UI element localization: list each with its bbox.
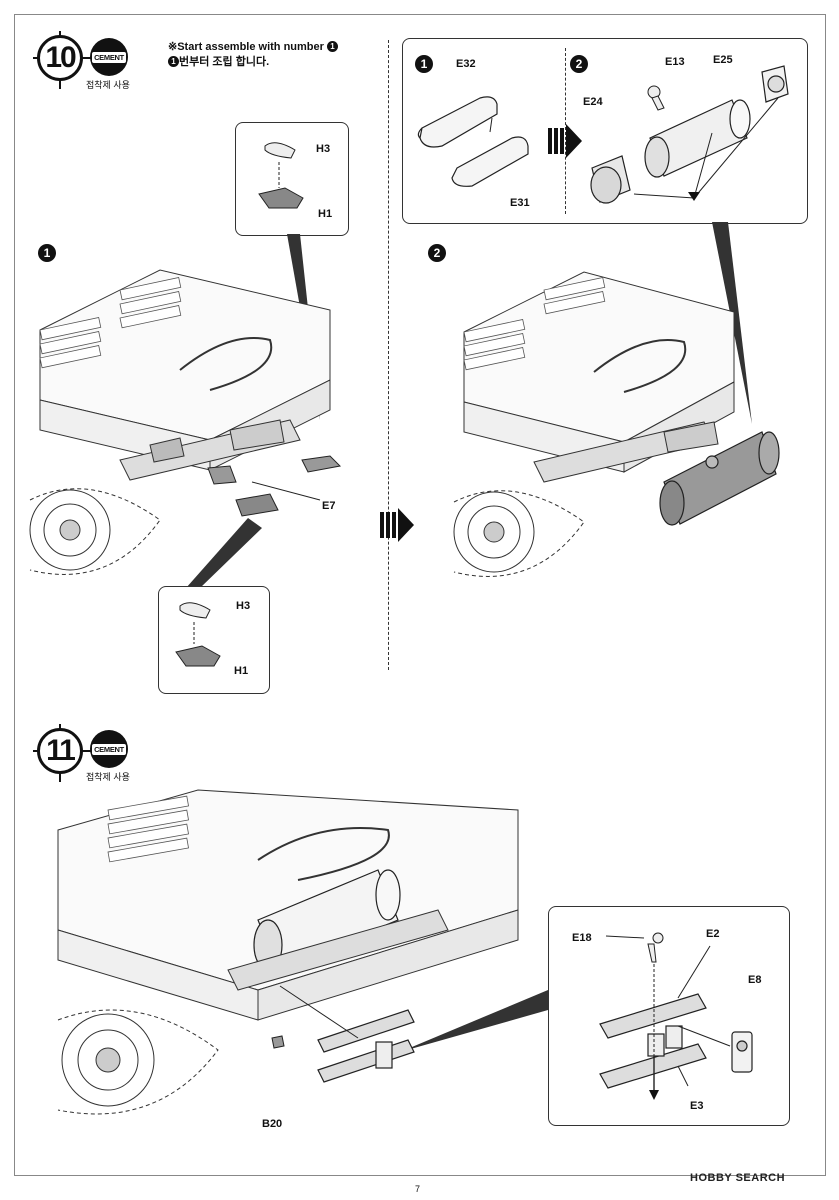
part-e31 — [451, 136, 529, 187]
step-10-panel-1-drawing — [29, 269, 342, 575]
detail-drawing — [417, 65, 789, 204]
label-e31: E31 — [510, 197, 530, 209]
instruction-en: ※Start assemble with number — [168, 41, 324, 53]
part-main-cylinder — [644, 99, 751, 178]
step-10-number-text: 10 — [45, 41, 76, 74]
step-arrow-icon — [380, 508, 414, 542]
cement-note: 접착제 사용 — [86, 772, 130, 782]
label-e24: E24 — [583, 96, 603, 108]
part-e8 — [731, 1031, 753, 1073]
label-e7: E7 — [322, 500, 336, 512]
number-1-icon: 1 — [168, 56, 179, 67]
part-h3 — [264, 142, 296, 159]
detail-sub-1: 1 — [415, 55, 433, 73]
detail-sub-2: 2 — [570, 55, 588, 73]
step-11-drawing — [57, 789, 519, 1115]
part-e32 — [417, 96, 498, 148]
panel-1-marker: 1 — [38, 244, 56, 262]
part-b20 — [271, 1035, 285, 1049]
label-h3-bottom: H3 — [236, 600, 251, 612]
label-h1-top: H1 — [318, 208, 333, 220]
label-e32: E32 — [456, 58, 476, 70]
installed-fuel-tank — [659, 431, 780, 526]
step-11-number: 11 — [37, 728, 83, 774]
panel-divider — [388, 40, 389, 670]
label-e2: E2 — [706, 928, 720, 940]
pointer-lines — [693, 97, 779, 199]
part-e7-install — [235, 493, 279, 517]
page-number: 7 — [415, 1184, 421, 1194]
part-e18 — [647, 932, 664, 963]
part-e24 — [590, 155, 631, 204]
detail-divider — [565, 48, 566, 214]
step-11-number-text: 11 — [46, 734, 76, 767]
step-11-detail-drawing — [599, 932, 753, 1100]
label-e13: E13 — [665, 56, 685, 68]
label-e25: E25 — [713, 54, 733, 66]
part-e13 — [647, 85, 665, 111]
step-arrow-icon — [548, 124, 582, 158]
cement-badge: CEMENT — [90, 38, 128, 76]
part-e2 — [599, 993, 707, 1039]
label-e18: E18 — [572, 932, 592, 944]
callout-h3-h1-top-drawing — [258, 142, 304, 209]
cement-label: CEMENT — [92, 743, 126, 755]
cement-badge: CEMENT — [90, 730, 128, 768]
bracket-assembly — [317, 1009, 415, 1083]
step-10-number: 10 — [37, 35, 83, 81]
callout-h3-h1-bottom — [158, 586, 270, 694]
label-e8: E8 — [748, 974, 762, 986]
callout-h3-h1-top — [235, 122, 349, 236]
part-e25 — [761, 65, 789, 103]
part-h1 — [258, 187, 304, 209]
panel-2-marker: 2 — [428, 244, 446, 262]
part-e3 — [599, 1043, 707, 1089]
part-h1-install — [301, 455, 342, 473]
number-1-icon: 1 — [327, 41, 338, 52]
assembly-arrow — [489, 117, 493, 133]
step-10-panel-2-drawing — [453, 271, 780, 577]
cement-note: 접착제 사용 — [86, 80, 130, 90]
part-h1 — [175, 645, 221, 667]
label-h3-top: H3 — [316, 143, 331, 155]
label-b20: B20 — [262, 1118, 283, 1130]
callout-h3-h1-bottom-drawing — [175, 602, 221, 667]
cement-label: CEMENT — [92, 51, 126, 63]
page-border — [14, 14, 826, 1176]
triangle-marker — [688, 192, 700, 201]
hobby-search-watermark: HOBBY SEARCH — [690, 1172, 786, 1184]
label-e3: E3 — [690, 1100, 704, 1112]
instruction-ko: 번부터 조립 합니다. — [179, 56, 270, 68]
part-h3 — [179, 602, 211, 619]
label-h1-bottom: H1 — [234, 665, 249, 677]
